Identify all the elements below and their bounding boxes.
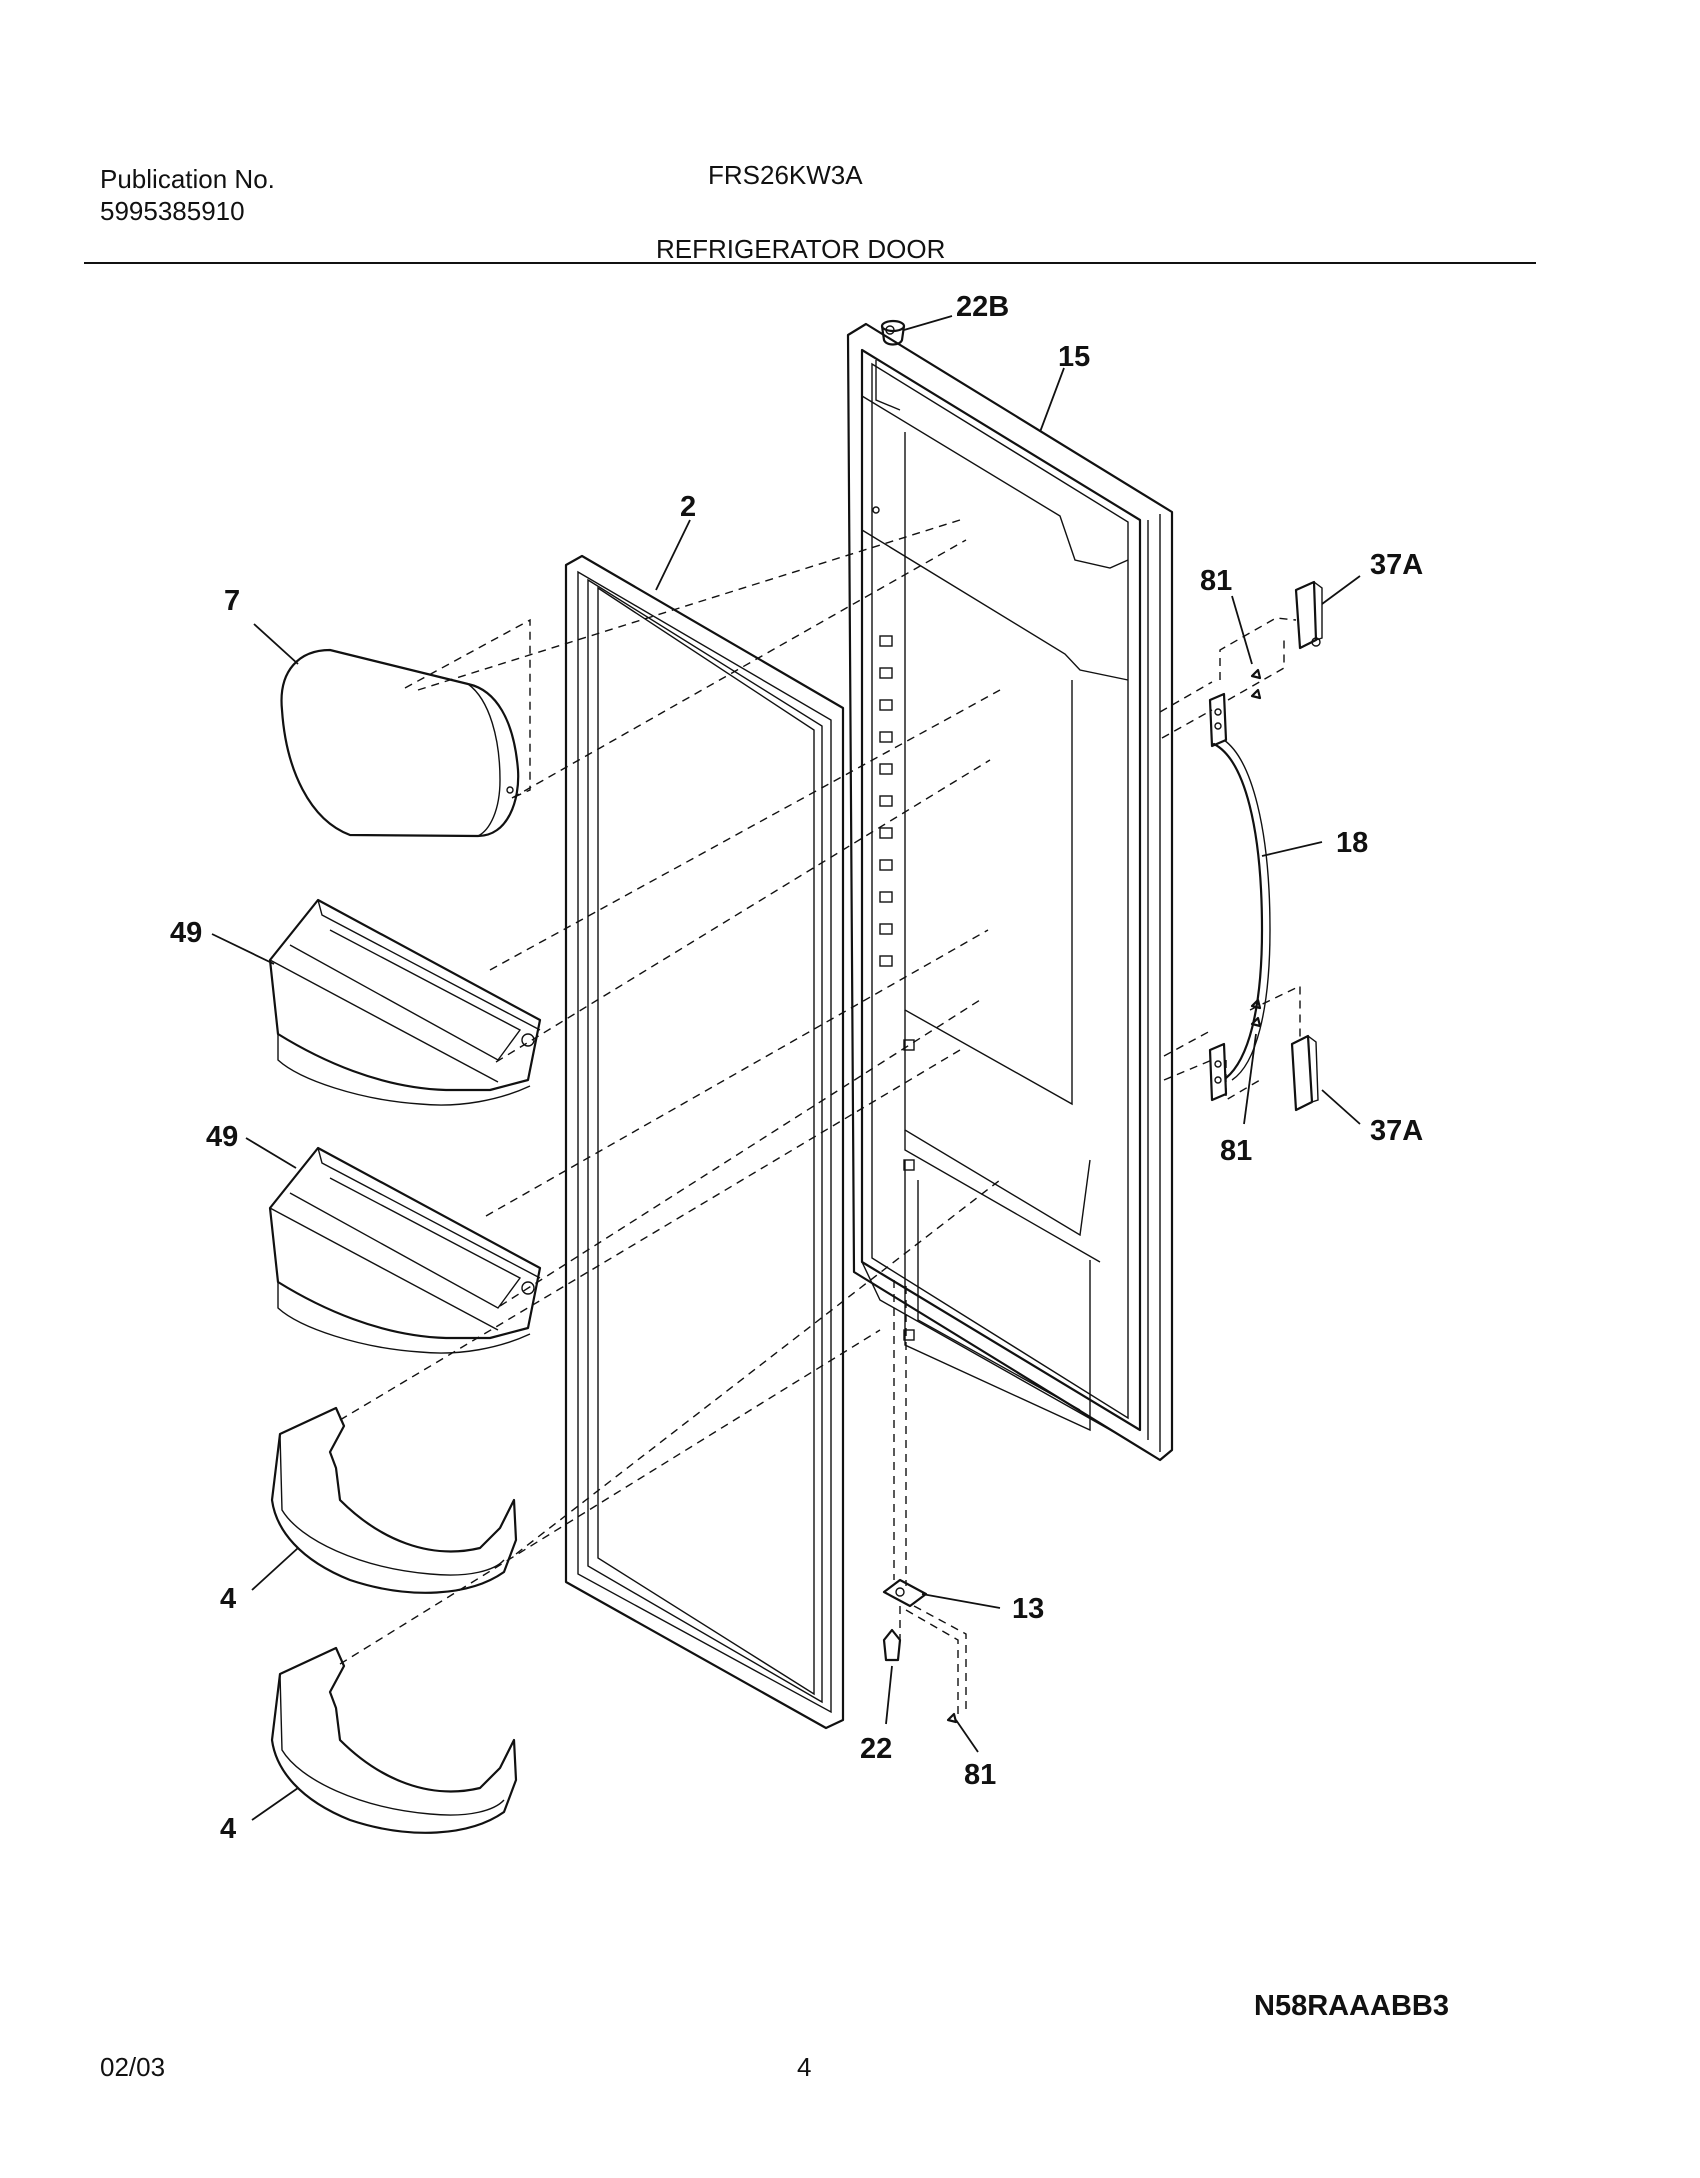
callout-4-upper: 4 xyxy=(220,1583,236,1615)
callout-37a-upper: 37A xyxy=(1370,549,1423,581)
screws-part-81 xyxy=(946,668,1262,1724)
callout-2: 2 xyxy=(680,491,696,523)
page-number: 4 xyxy=(797,2052,812,2082)
door-liner-part-15 xyxy=(846,322,1174,1462)
callout-15: 15 xyxy=(1058,341,1090,373)
title-rule xyxy=(84,262,1536,264)
end-cap-lower-part-37a xyxy=(1290,1034,1319,1112)
section-title: REFRIGERATOR DOOR xyxy=(656,234,946,264)
callout-37a-lower: 37A xyxy=(1370,1115,1423,1147)
publication-label: Publication No. xyxy=(100,164,275,194)
hinge-part-13 xyxy=(882,1578,928,1608)
callout-22b: 22B xyxy=(956,291,1009,323)
callout-7: 7 xyxy=(224,585,240,617)
model-number: FRS26KW3A xyxy=(708,160,863,190)
door-shelf-upper-part-4 xyxy=(270,1406,518,1594)
callout-49-lower: 49 xyxy=(206,1121,238,1153)
door-bin-middle-part-49 xyxy=(268,1146,542,1354)
shelf-supports xyxy=(879,635,915,1341)
cover-part-7 xyxy=(280,648,520,838)
end-cap-upper-part-37a xyxy=(1294,580,1323,650)
publication-date: 02/03 xyxy=(100,2052,166,2082)
door-handle-part-18 xyxy=(1208,692,1271,1102)
callout-18: 18 xyxy=(1336,827,1368,859)
alignment-lines xyxy=(339,519,1301,1714)
callout-4-lower: 4 xyxy=(220,1813,236,1845)
publication-number: 5995385910 xyxy=(100,196,245,226)
callout-81-upper: 81 xyxy=(1200,565,1232,597)
plug-part-22b xyxy=(880,319,906,346)
callout-22: 22 xyxy=(860,1733,892,1765)
callouts: 22B 15 2 7 81 37A 18 49 49 81 37A 4 4 13… xyxy=(170,291,1423,1845)
door-gasket-part-2 xyxy=(564,554,845,1730)
callout-81-lower: 81 xyxy=(964,1759,996,1791)
diagram-code: N58RAAABB3 xyxy=(1254,1990,1449,2022)
bushing-part-22 xyxy=(882,1628,902,1662)
door-shelf-lower-part-4 xyxy=(270,1646,518,1834)
leader-lines xyxy=(211,315,1361,1821)
callout-49-upper: 49 xyxy=(170,917,202,949)
callout-81-middle: 81 xyxy=(1220,1135,1252,1167)
callout-13: 13 xyxy=(1012,1593,1044,1625)
door-bin-upper-part-49 xyxy=(268,898,542,1106)
